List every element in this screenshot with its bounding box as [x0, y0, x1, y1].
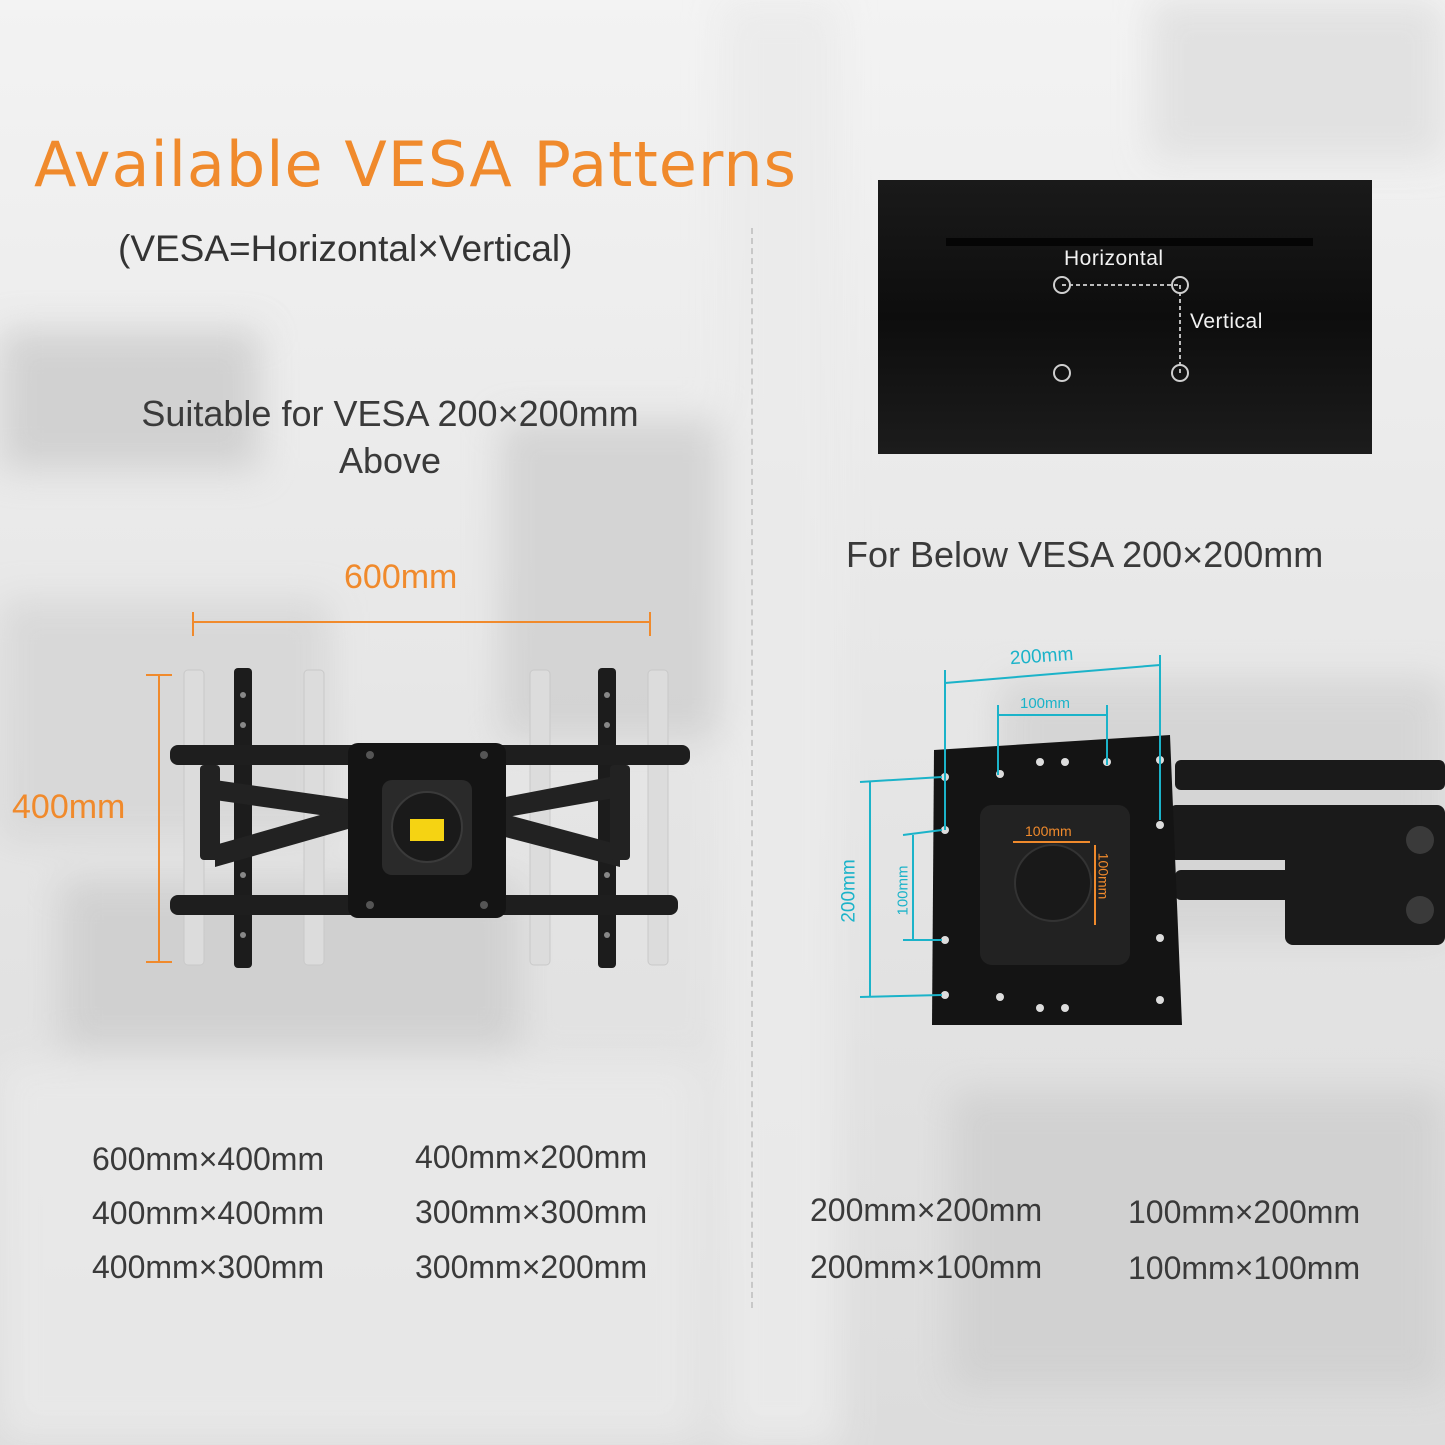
- hole-bottom-right: [1171, 364, 1189, 382]
- patterns-right-col1: 200mm×200mm 200mm×100mm: [810, 1182, 1042, 1296]
- width-dimension-label: 600mm: [344, 558, 458, 596]
- patterns-left-col1: 600mm×400mm 400mm×400mm 400mm×300mm: [92, 1132, 324, 1294]
- pattern-item: 400mm×200mm: [415, 1139, 648, 1175]
- outer-width-label: 200mm: [1009, 643, 1074, 670]
- page-title: Available VESA Patterns: [34, 128, 797, 201]
- black-straps: [234, 668, 616, 968]
- teal-dimension-lines: [859, 655, 1161, 998]
- orange-center-dimensions: [1013, 841, 1096, 925]
- center-width-label: 100mm: [1025, 823, 1072, 839]
- height-dimension-label: 400mm: [12, 788, 126, 826]
- tv-panel: [878, 180, 1372, 454]
- hole-bottom-left: [1053, 364, 1071, 382]
- pattern-item: 200mm×100mm: [810, 1249, 1043, 1285]
- hole-top-right: [1171, 276, 1189, 294]
- large-mount-illustration: [146, 612, 690, 968]
- inner-width-label: 100mm: [1020, 695, 1071, 712]
- tv-top-rail: [946, 238, 1313, 246]
- ghost-straps: [183, 669, 669, 966]
- suitable-line-2: Above: [338, 440, 442, 481]
- small-plate-illustration: [859, 655, 1445, 1025]
- pattern-item: 100mm×100mm: [1128, 1250, 1361, 1286]
- plate-holes: [941, 756, 1164, 1012]
- vertical-label: Vertical: [1190, 310, 1263, 333]
- pattern-item: 400mm×300mm: [92, 1249, 325, 1285]
- center-height-label: 100mm: [1095, 852, 1112, 900]
- brand-logo: [410, 819, 444, 841]
- plate-arm: [1170, 760, 1445, 945]
- patterns-right-col2: 100mm×200mm 100mm×100mm: [1128, 1184, 1360, 1296]
- hole-top-left: [1053, 276, 1071, 294]
- tv-back-svg: [878, 180, 1372, 454]
- pattern-item: 300mm×200mm: [415, 1249, 648, 1285]
- pattern-item: 300mm×300mm: [415, 1194, 648, 1230]
- patterns-left-col2: 400mm×200mm 300mm×300mm 300mm×200mm: [415, 1130, 647, 1295]
- pattern-item: 100mm×200mm: [1128, 1194, 1361, 1230]
- pattern-item: 400mm×400mm: [92, 1195, 325, 1231]
- suitable-line-1: Suitable for VESA 200×200mm: [141, 393, 639, 434]
- pattern-item: 200mm×200mm: [810, 1192, 1043, 1228]
- page-subtitle: (VESA=Horizontal×Vertical): [118, 228, 573, 269]
- horizontal-label: Horizontal: [1064, 247, 1164, 270]
- mount-arms: [200, 765, 630, 867]
- below-vesa-title: For Below VESA 200×200mm: [846, 534, 1324, 575]
- pattern-item: 600mm×400mm: [92, 1141, 325, 1177]
- tv-back-diagram: Horizontal Vertical: [878, 180, 1372, 454]
- suitable-text: Suitable for VESA 200×200mm Above: [90, 390, 690, 484]
- inner-height-label: 100mm: [894, 865, 912, 916]
- outer-height-label: 200mm: [838, 859, 860, 923]
- section-divider: [751, 228, 753, 1308]
